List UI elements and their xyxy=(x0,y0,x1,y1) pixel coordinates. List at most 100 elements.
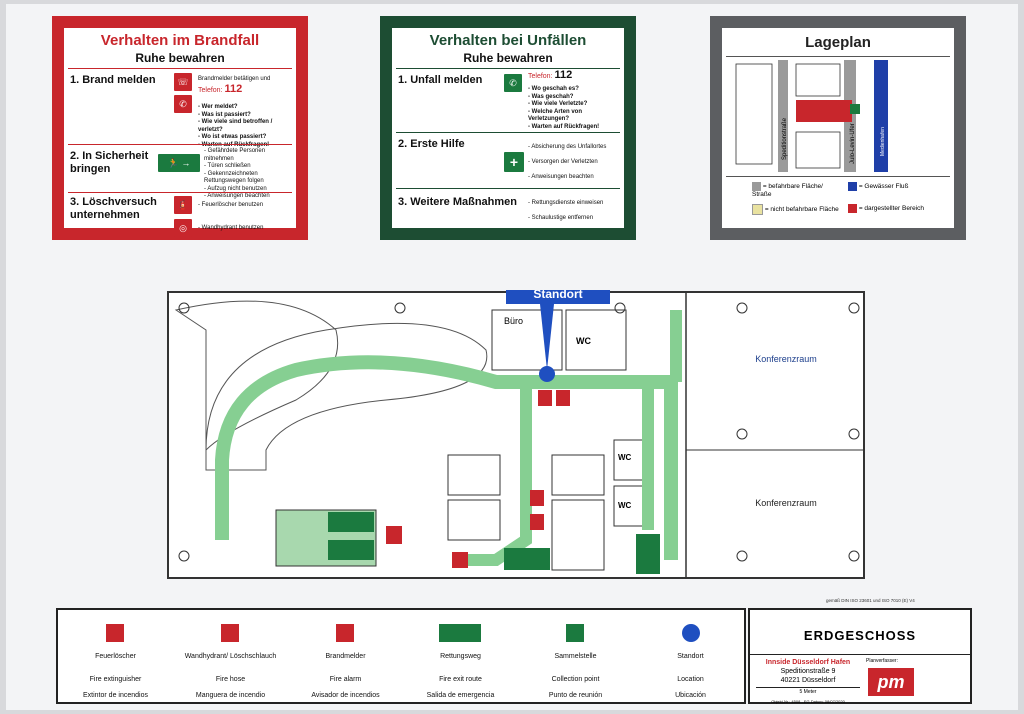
legend-label: = dargestellter Bereich xyxy=(858,205,925,213)
room-label: Konferenzraum xyxy=(755,354,817,364)
address-block: Innside Düsseldorf Hafen Speditionstraße… xyxy=(756,658,860,706)
column xyxy=(736,428,748,440)
standort-pointer xyxy=(540,304,554,370)
fire-extinguisher-icon xyxy=(106,624,124,642)
norm-note: gemäß DIN ISO 23601 und ISO 7010 (E) V4 xyxy=(826,598,915,603)
legend-item: = dargestellter Bereich xyxy=(848,204,938,213)
legend-name: Brandmelder xyxy=(325,653,366,660)
legend-english: Fire hose xyxy=(215,676,246,683)
fire-step2-lines: - Gefährdete Personen mitnehmen - Türen … xyxy=(204,148,296,201)
planner-label: Planverfasser: xyxy=(866,658,898,664)
legend-item: = befahrbare Fläche/ Straße xyxy=(752,182,842,198)
fire-alarm-icon xyxy=(386,526,402,544)
elevator xyxy=(551,454,605,496)
legend-label: = Gewässer Fluß xyxy=(858,183,909,191)
instruction-line: - Aufzug nicht benutzen xyxy=(204,185,267,192)
question-line: - Wie viele sind betroffen / verletzt? xyxy=(198,119,273,133)
accident-step3-title: 3. Weitere Maßnahmen xyxy=(398,196,517,208)
exit-sign-icon xyxy=(636,534,660,574)
site-map: Speditionstraße Julo-Levin-Ufer Medienha… xyxy=(726,60,950,172)
question-line: - Was ist passiert? xyxy=(198,111,251,118)
escape-route xyxy=(215,355,678,560)
exit-sign-icon xyxy=(328,540,374,560)
divider xyxy=(396,188,620,189)
fire-alarm-icon xyxy=(336,624,354,642)
instruction-line: - Rettungsdienste einweisen xyxy=(528,200,604,206)
question-line: - Wer meldet? xyxy=(198,104,238,110)
floor-title: ERDGESCHOSS xyxy=(803,628,917,643)
phone-icon: ✆ xyxy=(504,74,522,92)
address-city: 40221 Düsseldorf xyxy=(780,677,836,684)
building-outline xyxy=(795,131,841,169)
divider xyxy=(396,132,620,133)
instruction-line: Rettungswegen folgen xyxy=(204,178,264,184)
instruction-line: - Schaulustige entfernen xyxy=(528,215,594,221)
fire-step3-title: 3. Löschversuch unternehmen xyxy=(70,196,157,221)
divider xyxy=(68,144,292,145)
street-vertical xyxy=(778,60,788,172)
legend-english: Fire exit route xyxy=(439,676,482,683)
column xyxy=(848,302,860,314)
fire-step1-title: 1. Brand melden xyxy=(70,74,156,86)
fire-extinguisher-icon xyxy=(538,390,552,406)
site-plan-panel: Lageplan Speditionstraße Julo-Levin-Ufer… xyxy=(710,16,966,240)
legend-swatch xyxy=(848,182,857,191)
divider xyxy=(396,68,620,69)
fire-phone-icon: ✆ xyxy=(174,95,192,113)
column xyxy=(736,302,748,314)
legend-spanish: Manguera de incendio xyxy=(195,692,266,699)
building-outline xyxy=(735,63,773,165)
divider xyxy=(68,68,292,69)
instruction-line: - Anweisungen beachten xyxy=(204,193,270,199)
column xyxy=(178,302,190,314)
shaft xyxy=(551,499,605,571)
legend-english: Fire extinguisher xyxy=(89,676,142,683)
legend-swatch xyxy=(752,182,761,191)
question-line: - Was geschah? xyxy=(528,93,574,100)
column xyxy=(614,302,626,314)
question-line: - Warten auf Rückfragen! xyxy=(528,123,600,130)
assembly-point-icon xyxy=(566,624,584,642)
legend-item: = nicht befahrbare Fläche xyxy=(752,204,842,215)
wc-label: WC xyxy=(576,336,591,346)
fire-alarm-icon: ☏ xyxy=(174,73,192,91)
first-aid-icon: + xyxy=(504,152,524,172)
address-street: Speditionstraße 9 xyxy=(780,668,836,675)
divider xyxy=(68,192,292,193)
column xyxy=(736,550,748,562)
legend-spanish: Punto de reunión xyxy=(548,692,603,699)
column xyxy=(848,550,860,562)
legend-english: Collection point xyxy=(551,676,600,683)
shown-area xyxy=(796,100,852,122)
legend-name: Feuerlöscher xyxy=(95,653,136,660)
fire-instructions-panel: Verhalten im Brandfall Ruhe bewahren 1. … xyxy=(52,16,308,240)
question-line: - Welche Arten von Verletzungen? xyxy=(528,108,583,123)
accident-panel-subtitle: Ruhe bewahren xyxy=(463,51,553,65)
exit-sign-icon xyxy=(328,512,374,532)
instruction-line: - Anweisungen beachten xyxy=(528,174,594,180)
fire-step1-questions: - Wer meldet? - Was ist passiert? - Wie … xyxy=(198,104,296,149)
accident-instructions-panel: Verhalten bei Unfällen Ruhe bewahren 1. … xyxy=(380,16,636,240)
instruction-line: - Versorgen der Verletzten xyxy=(528,159,598,165)
site-plan-title: Lageplan xyxy=(805,34,871,51)
legend-name: Standort xyxy=(677,653,704,660)
fire-hose-icon xyxy=(530,514,544,530)
legend-english: Location xyxy=(677,676,704,683)
floor-plan: Standort Büro WC WC WC Konferenzraum Kon… xyxy=(167,290,865,579)
fire-hose-icon: ◎ xyxy=(174,219,192,237)
phone-number: 112 xyxy=(224,83,243,95)
accident-step3-lines: - Rettungsdienste einweisen - Schaulusti… xyxy=(528,196,603,226)
room-label: Konferenzraum xyxy=(755,498,817,508)
instruction-line: - Gefährdete Personen mitnehmen xyxy=(204,148,266,162)
fire-step3-line: - Feuerlöscher benutzen xyxy=(198,202,264,208)
wc-label: WC xyxy=(618,453,632,462)
fire-alarm-icon xyxy=(556,390,570,406)
column xyxy=(178,550,190,562)
wc-room xyxy=(565,309,627,371)
lounge-outline xyxy=(205,322,488,471)
fire-step3-line: - Wandhydrant benutzen xyxy=(198,225,264,231)
phone-number: 112 xyxy=(554,69,573,81)
legend-name: Wandhydrant/ Löschschlauch xyxy=(184,653,277,660)
instruction-line: - Türen schließen xyxy=(204,163,251,169)
accident-step2-lines: - Absicherung des Unfallortes - Versorge… xyxy=(528,140,606,185)
